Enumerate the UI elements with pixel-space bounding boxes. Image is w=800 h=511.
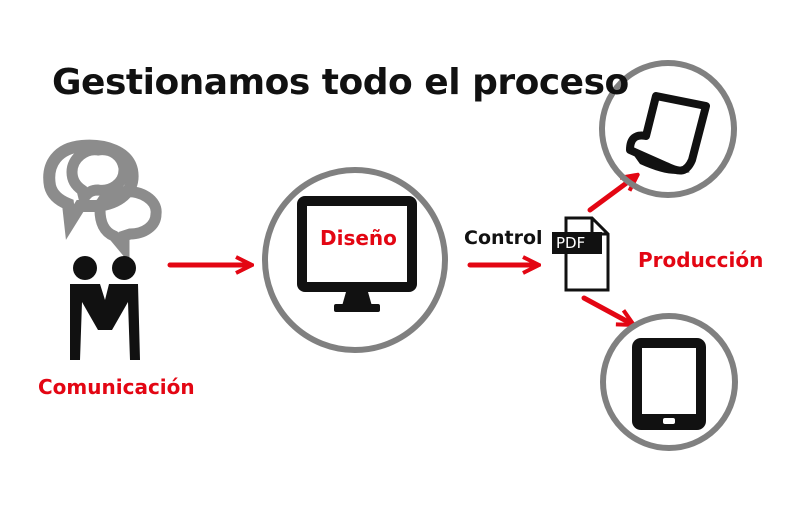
monitor-icon — [297, 196, 417, 312]
pdf-document-icon — [552, 216, 610, 292]
control-label: Control — [464, 227, 543, 249]
speech-bubbles-icon — [43, 139, 162, 264]
diseno-circle — [262, 167, 448, 353]
page-title: Gestionamos todo el proceso — [52, 62, 629, 103]
pdf-label: PDF — [556, 234, 586, 252]
print-circle — [599, 60, 737, 198]
diseno-label: Diseño — [320, 226, 397, 250]
tablet-icon — [632, 338, 706, 430]
handshake-icon — [70, 256, 140, 360]
produccion-label: Producción — [638, 248, 764, 272]
paper-print-icon — [626, 92, 710, 175]
comunicacion-label: Comunicación — [38, 375, 195, 399]
tablet-circle — [600, 313, 738, 451]
arrow-pdf-tablet — [581, 295, 632, 324]
